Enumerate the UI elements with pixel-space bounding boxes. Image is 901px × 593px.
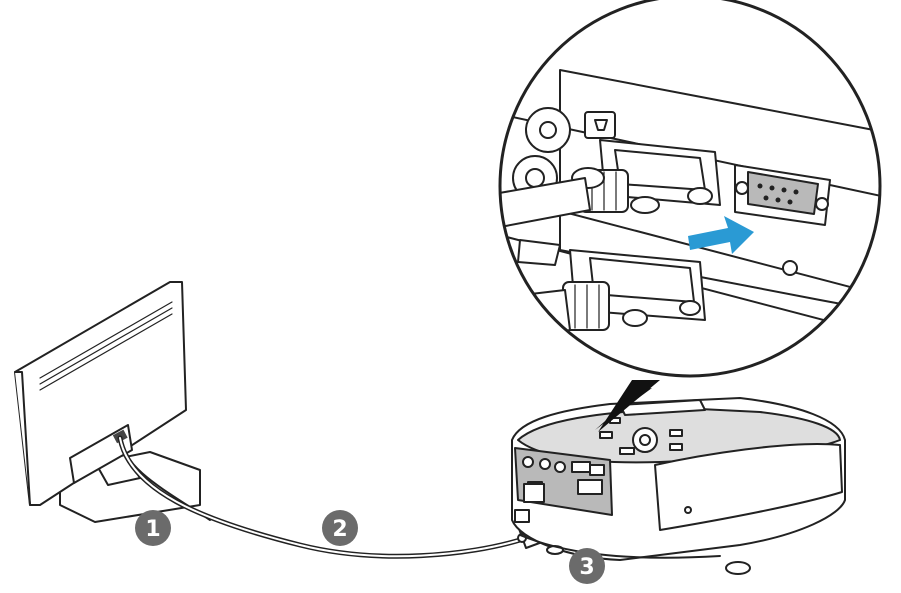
step-badge-2: 2 bbox=[322, 510, 358, 546]
step-badge-3: 3 bbox=[569, 548, 605, 584]
connect-arrow-icon bbox=[688, 216, 754, 254]
projector-icon bbox=[511, 397, 846, 575]
step-badge-1: 1 bbox=[135, 510, 171, 546]
step-number: 3 bbox=[579, 555, 594, 580]
step-number: 2 bbox=[332, 517, 347, 542]
monitor-icon bbox=[14, 281, 211, 523]
magnified-port-detail bbox=[498, 0, 882, 378]
vga-cable bbox=[117, 435, 523, 559]
step-number: 1 bbox=[145, 517, 160, 542]
